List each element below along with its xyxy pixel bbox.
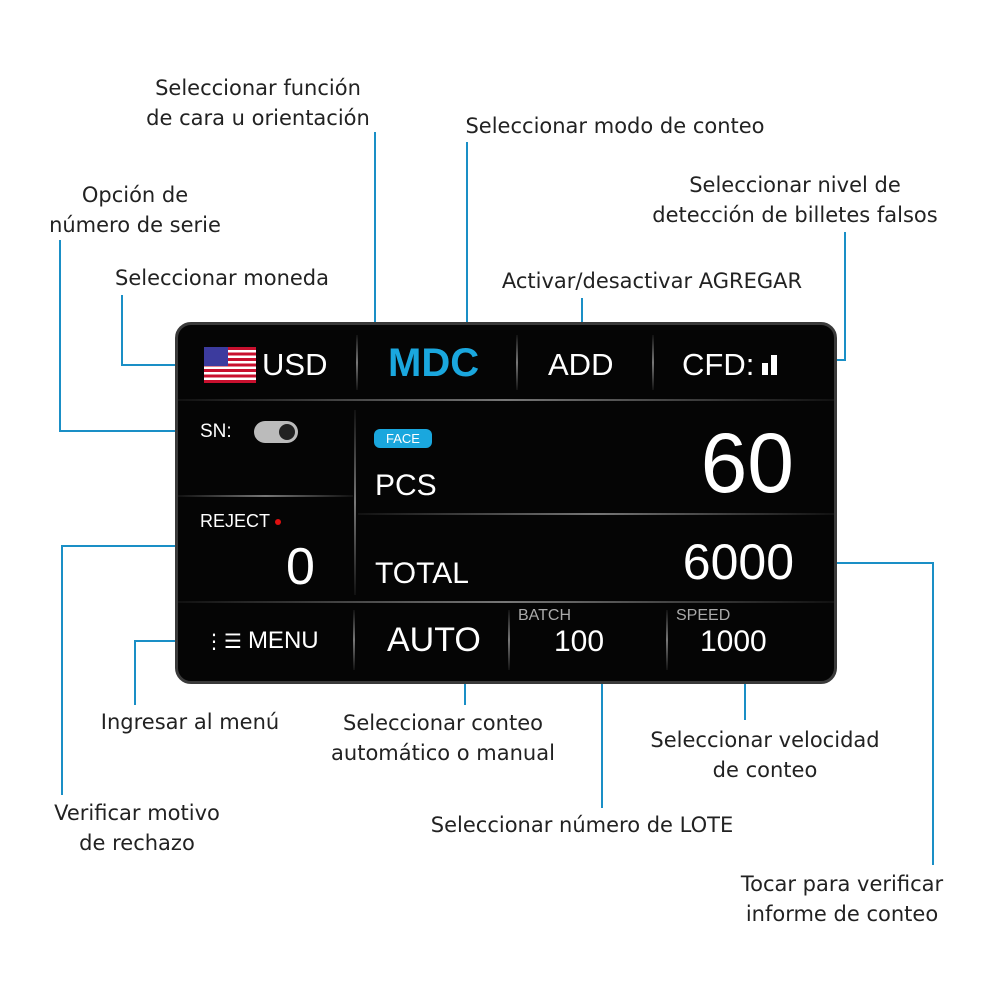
leader-menu (134, 640, 190, 705)
divider (178, 495, 353, 497)
annotation-cfd: Seleccionar nivel de detección de billete… (652, 170, 937, 230)
annotation-text: Seleccionar nivel de (689, 173, 901, 197)
batch-label: BATCH (518, 607, 572, 624)
sn-toggle[interactable] (253, 421, 298, 443)
us-flag-icon (204, 347, 256, 383)
annotation-menu: Ingresar al menú (100, 710, 280, 734)
annotation-text: automático o manual (331, 741, 555, 765)
divider (516, 335, 518, 390)
reject-label: REJECT (200, 511, 270, 531)
speed-value: 1000 (700, 625, 767, 658)
reject-dot-icon (274, 519, 281, 526)
sn-label: SN: (200, 421, 232, 442)
pcs-label: PCS (375, 469, 437, 502)
annotation-text: Tocar para verificar (740, 872, 944, 896)
divider (508, 610, 510, 670)
divider (178, 601, 834, 603)
annotation-mode: Seleccionar modo de conteo (465, 114, 765, 138)
annotation-text: Seleccionar función (155, 76, 361, 100)
divider (353, 610, 355, 670)
leader-reject (61, 545, 207, 795)
divider (178, 399, 834, 401)
annotation-text: informe de conteo (745, 902, 939, 926)
divider (358, 513, 834, 515)
reject-value: 0 (286, 538, 315, 596)
annotation-speed: Seleccionar velocidad de conteo (650, 725, 879, 785)
sn-toggle-row[interactable]: SN: (200, 421, 298, 443)
leader-sn (59, 240, 192, 432)
annotation-text: Opción de (81, 183, 189, 207)
annotation-text: detección de billetes falsos (652, 203, 938, 227)
menu-button[interactable]: ⋮☰ MENU (204, 627, 319, 655)
divider (354, 410, 356, 595)
annotation-face: Seleccionar función de cara u orientación (146, 73, 370, 133)
annotation-sn: Opción de número de serie (49, 180, 221, 240)
menu-checklist-icon: ⋮☰ (204, 630, 242, 653)
annotation-text: número de serie (49, 213, 221, 237)
total-label: TOTAL (375, 557, 469, 590)
pcs-value: 60 (700, 416, 794, 510)
annotation-auto: Seleccionar conteo automático o manual (331, 708, 555, 768)
batch-button[interactable]: BATCH 100 (518, 607, 604, 659)
leader-currency (121, 295, 200, 366)
currency-button[interactable]: USD (204, 347, 327, 383)
annotation-text: Seleccionar conteo (343, 711, 543, 735)
counter-display-screen: USD MDC ADD CFD: SN: REJECT 0 FACE PCS 6… (175, 322, 837, 684)
annotation-text: de rechazo (79, 831, 195, 855)
add-button[interactable]: ADD (548, 347, 614, 382)
divider (356, 335, 358, 390)
total-value[interactable]: 6000 (682, 534, 794, 590)
annotation-text: de cara u orientación (146, 106, 370, 130)
annotation-text: de conteo (712, 758, 818, 782)
batch-value: 100 (554, 625, 605, 658)
menu-label: MENU (247, 627, 319, 654)
divider (652, 335, 654, 390)
annotation-total: Tocar para verificar informe de conteo (741, 869, 943, 929)
annotation-batch: Seleccionar número de LOTE (430, 813, 734, 837)
cfd-label: CFD: (682, 347, 755, 382)
annotation-text: Seleccionar velocidad (650, 728, 880, 752)
mode-button[interactable]: MDC (388, 341, 480, 385)
annotation-reject: Verificar motivo de rechazo (54, 798, 220, 858)
divider (666, 610, 668, 670)
annotation-text: Verificar motivo (54, 801, 220, 825)
speed-label: SPEED (676, 607, 731, 624)
speed-button[interactable]: SPEED 1000 (676, 607, 767, 659)
face-badge[interactable]: FACE (374, 429, 432, 448)
leader-total (797, 562, 934, 865)
auto-button[interactable]: AUTO (387, 621, 481, 659)
currency-label: USD (262, 347, 328, 382)
reject-button[interactable]: REJECT (200, 511, 281, 532)
annotation-add: Activar/desactivar AGREGAR (501, 269, 803, 293)
annotation-currency: Seleccionar moneda (115, 266, 329, 290)
signal-level-icon (762, 355, 778, 375)
cfd-button[interactable]: CFD: (682, 347, 778, 383)
